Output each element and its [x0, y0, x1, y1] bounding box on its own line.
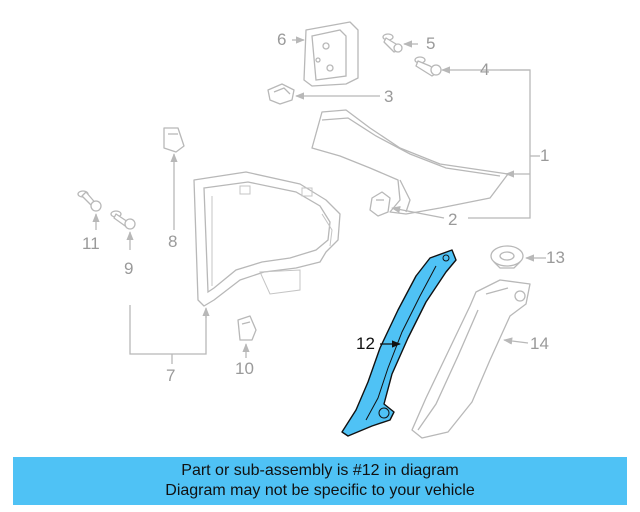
part-9-screw [110, 210, 136, 230]
callout-4: 4 [480, 60, 490, 79]
callout-2: 2 [448, 210, 458, 229]
callout-12: 12 [356, 334, 375, 353]
part-4-clip [414, 56, 442, 77]
callout-10: 10 [235, 359, 254, 378]
callout-3: 3 [384, 87, 394, 106]
part-11-bolt [77, 190, 102, 212]
callout-11: 11 [82, 234, 100, 253]
callout-7: 7 [166, 366, 176, 385]
part-3-clip [267, 83, 295, 105]
part-7-trim-panel [193, 171, 341, 307]
parts-diagram [77, 21, 546, 439]
banner-line-2: Diagram may not be specific to your vehi… [165, 482, 475, 499]
callout-5: 5 [426, 34, 436, 53]
callout-1: 1 [540, 146, 550, 165]
part-14-pillar-cover [411, 279, 531, 439]
part-1-trim-panel [311, 109, 509, 215]
callout-14: 14 [530, 334, 549, 353]
callout-6: 6 [277, 30, 287, 49]
banner-line-1: Part or sub-assembly is #12 in diagram [181, 462, 459, 479]
part-10-clip [237, 315, 257, 341]
part-13-grommet [490, 245, 524, 269]
part-6-bracket [303, 21, 359, 87]
callout-8: 8 [168, 232, 178, 251]
part-5-bolt [382, 33, 403, 53]
callout-13: 13 [546, 248, 565, 267]
info-banner: Part or sub-assembly is #12 in diagram D… [13, 457, 627, 505]
part-8-clip [163, 127, 185, 153]
callout-9: 9 [124, 259, 134, 278]
part-2-clip [369, 191, 391, 217]
